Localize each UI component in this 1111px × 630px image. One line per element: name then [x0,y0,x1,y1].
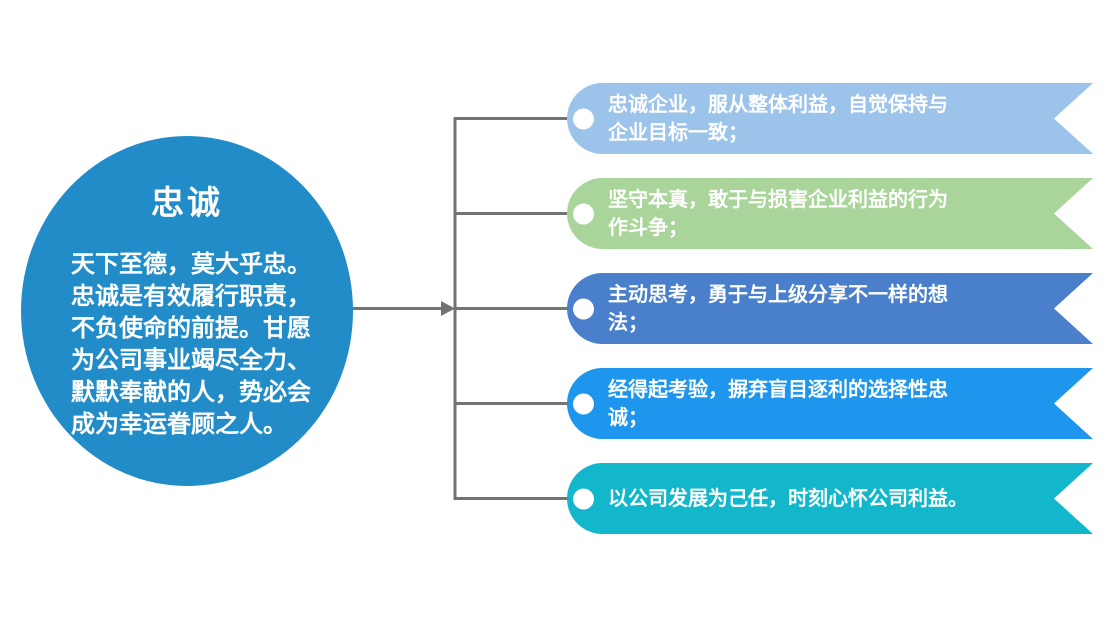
bullet-dot-icon [573,298,594,319]
banner-line: 作斗争； [608,216,688,239]
banner-text: 以公司发展为己任，时刻心怀公司利益。 [608,485,968,513]
loyalty-circle: 忠诚 天下至德，莫大乎忠。 忠诚是有效履行职责， 不负使命的前提。甘愿 为公司事… [21,136,353,486]
banner-item-1: 忠诚企业，服从整体利益，自觉保持与 企业目标一致； [567,83,1093,154]
circle-body-line: 忠诚是有效履行职责， [71,283,311,310]
banner-line: 法； [608,311,648,334]
banner-text: 忠诚企业，服从整体利益，自觉保持与 企业目标一致； [608,91,948,147]
banner-line: 经得起考验，摒弃盲目逐利的选择性忠 [608,378,948,401]
banner-text: 经得起考验，摒弃盲目逐利的选择性忠 诚； [608,376,948,432]
bullet-dot-icon [573,108,594,129]
banner-text: 坚守本真，敢于与损害企业利益的行为 作斗争； [608,186,948,242]
banner-item-5: 以公司发展为己任，时刻心怀公司利益。 [567,463,1093,534]
circle-title: 忠诚 [151,184,223,221]
banner-line: 忠诚企业，服从整体利益，自觉保持与 [608,93,948,116]
banner-item-4: 经得起考验，摒弃盲目逐利的选择性忠 诚； [567,368,1093,439]
banner-line: 企业目标一致； [608,121,748,144]
banner-item-3: 主动思考，勇于与上级分享不一样的想 法； [567,273,1093,344]
bullet-dot-icon [573,393,594,414]
circle-body-line: 成为幸运眷顾之人。 [71,411,287,438]
circle-body-line: 天下至德，莫大乎忠。 [71,251,311,278]
bullet-dot-icon [573,488,594,509]
banner-text: 主动思考，勇于与上级分享不一样的想 法； [608,281,948,337]
banner-line: 主动思考，勇于与上级分享不一样的想 [608,283,948,306]
bullet-dot-icon [573,203,594,224]
circle-body-line: 不负使命的前提。甘愿 [71,315,311,342]
circle-body-line: 默默奉献的人，势必会 [71,379,311,406]
arrowhead-icon [441,301,455,316]
circle-body-line: 为公司事业竭尽全力、 [71,347,311,374]
banner-line: 诚； [608,406,648,429]
banner-line: 以公司发展为己任，时刻心怀公司利益。 [608,487,968,510]
circle-body: 天下至德，莫大乎忠。 忠诚是有效履行职责， 不负使命的前提。甘愿 为公司事业竭尽… [71,249,327,441]
banner-line: 坚守本真，敢于与损害企业利益的行为 [608,188,948,211]
banner-item-2: 坚守本真，敢于与损害企业利益的行为 作斗争； [567,178,1093,249]
